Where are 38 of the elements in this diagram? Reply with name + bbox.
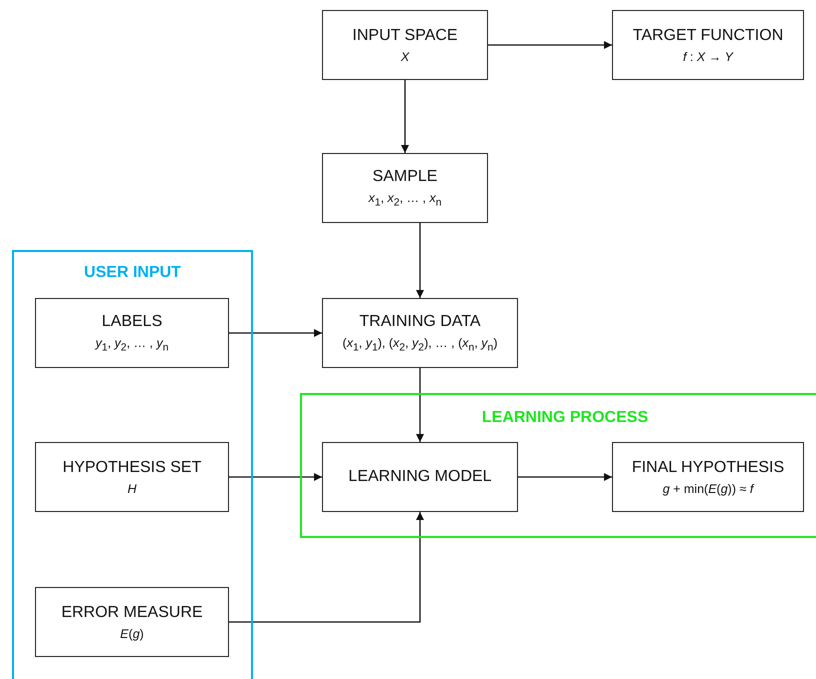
group-title: USER INPUT [83, 264, 182, 282]
learning-process-group [300, 393, 816, 538]
box-title: HYPOTHESIS SET [62, 458, 202, 476]
arrow [229, 512, 424, 623]
arrow [401, 80, 409, 153]
process-box [322, 442, 518, 512]
process-box [35, 298, 229, 368]
formula-text: (x$_{1}$, y$_{1}$), (x$_{2}$, y$_{2}$), … , (x$_{n}$, y$_{n}$) [342, 336, 498, 354]
arrow [518, 473, 612, 481]
process-box [612, 10, 804, 80]
arrow [416, 368, 424, 442]
formula-text: E(g) [120, 626, 144, 640]
process-box [35, 587, 229, 657]
process-box [322, 153, 488, 223]
box-title: TRAINING DATA [359, 312, 481, 331]
box-title: SAMPLE [372, 168, 438, 186]
formula-text: X [400, 50, 410, 64]
formula-text: g + min(E(g)) ≈ f [662, 482, 754, 496]
arrow [488, 41, 612, 49]
process-box [35, 442, 229, 512]
formula-text: y$_{1}$, y$_{2}$, … , y$_{n}$ [96, 336, 168, 354]
box-title: LEARNING MODEL [348, 468, 492, 486]
box-title: TARGET FUNCTION [632, 26, 784, 44]
process-box [322, 10, 488, 80]
box-title: LABELS [102, 312, 162, 331]
process-box [612, 442, 804, 512]
group-title: LEARNING PROCESS [480, 409, 650, 427]
box-title: INPUT SPACE [352, 26, 458, 44]
box-title: ERROR MEASURE [61, 604, 203, 622]
user-input-group [12, 250, 253, 679]
formula-text: f : X → Y [682, 50, 734, 64]
arrow [416, 223, 424, 298]
arrow [229, 329, 322, 337]
process-box [322, 298, 518, 368]
formula-text: H [127, 482, 137, 496]
arrow [229, 473, 322, 481]
formula-text: x$_{1}$, x$_{2}$, … , x$_{n}$ [368, 190, 442, 208]
box-title: FINAL HYPOTHESIS [632, 458, 784, 476]
